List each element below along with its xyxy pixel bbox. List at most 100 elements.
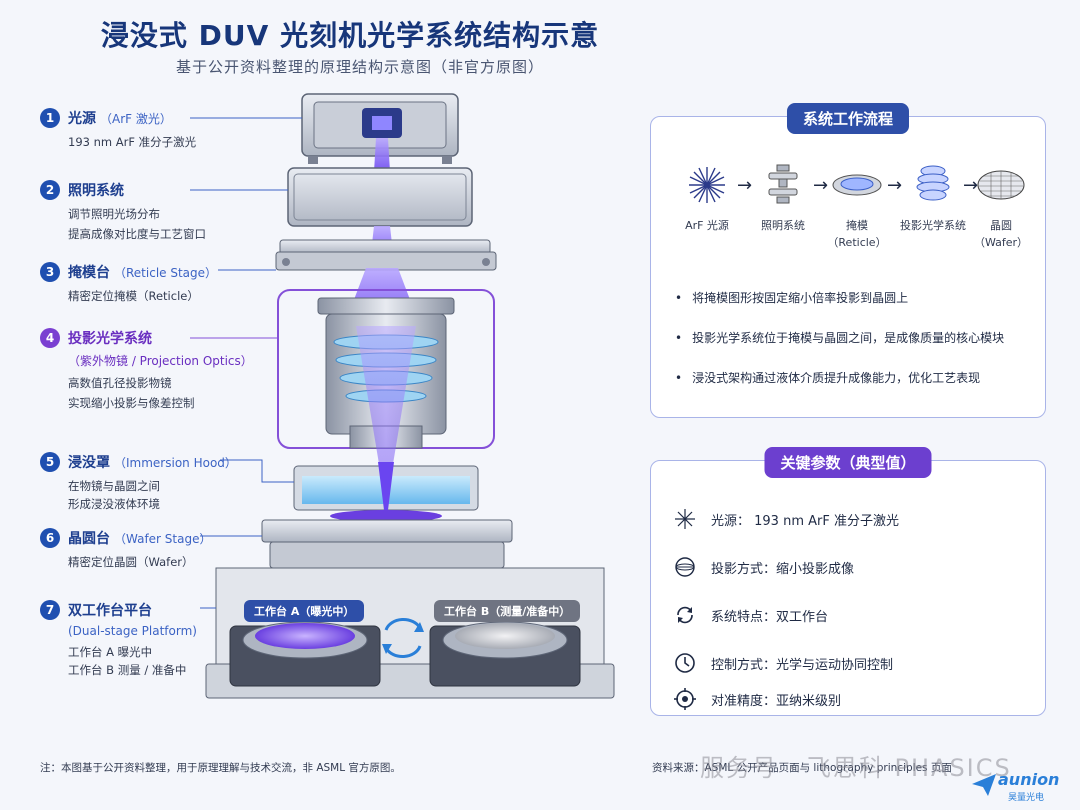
- illumination-icon: [743, 161, 823, 209]
- label-immersion-hood: 5 浸没罩 （Immersion Hood） 在物镜与晶圆之间 形成浸没液体环境: [40, 452, 270, 512]
- target-icon: [673, 687, 697, 711]
- workflow-title: 系统工作流程: [786, 103, 910, 134]
- label-title: 双工作台平台: [68, 603, 152, 619]
- label-number: 3: [40, 262, 60, 282]
- workflow-bullet: 浸没式架构通过液体介质提升成像能力，优化工艺表现: [675, 369, 1029, 386]
- param-feature: 系统特点：双工作台: [673, 603, 828, 627]
- label-desc: 提高成像对比度与工艺窗口: [68, 227, 206, 241]
- label-desc: 高数值孔径投影物镜: [68, 376, 172, 390]
- watermark: 服务号 · 飞思科 PHASICS: [700, 754, 1012, 782]
- lens-stack-icon: [893, 161, 973, 209]
- footnote: 注：本图基于公开资料整理，用于原理理解与技术交流，非 ASML 官方原图。: [40, 762, 401, 774]
- brand-logo: aunion 昊量光电: [972, 770, 1072, 806]
- param-control: 控制方式：光学与运动协同控制: [673, 651, 893, 675]
- stage-b-label: 工作台 B（测量/准备中）: [434, 600, 581, 622]
- illumination-unit: [287, 167, 473, 227]
- label-number: 2: [40, 180, 60, 200]
- lithography-machine-illustration: [190, 93, 615, 699]
- label-wafer-stage: 6 晶圆台 （Wafer Stage） 精密定位晶圆（Wafer）: [40, 528, 270, 570]
- param-text: 投影方式：缩小投影成像: [711, 561, 855, 577]
- label-en: （紫外物镜 / Projection Optics）: [68, 354, 253, 368]
- label-number: 7: [40, 600, 60, 620]
- dual-stage-platform: [205, 567, 615, 699]
- label-en: （ArF 激光）: [100, 111, 172, 126]
- label-desc: 精密定位晶圆（Wafer）: [68, 555, 194, 569]
- logo-text: aunion: [998, 770, 1060, 789]
- clock-icon: [673, 651, 697, 675]
- param-text: 对准精度：亚纳米级别: [711, 693, 842, 709]
- label-title: 照明系统: [68, 183, 124, 199]
- label-light-source: 1 光源 （ArF 激光） 193 nm ArF 准分子激光: [40, 108, 270, 150]
- label-desc: 调节照明光场分布: [68, 207, 160, 221]
- label-title: 浸没罩: [68, 455, 110, 471]
- light-source-unit: [301, 93, 459, 164]
- label-en: （Wafer Stage）: [114, 531, 212, 546]
- workflow-step-name: 照明系统: [761, 219, 805, 232]
- workflow-step: 照明系统: [743, 161, 823, 234]
- lens-icon: [673, 555, 697, 579]
- logo-subtext: 昊量光电: [1008, 793, 1045, 803]
- label-illumination: 2 照明系统 调节照明光场分布 提高成像对比度与工艺窗口: [40, 180, 270, 242]
- workflow-step-name: ArF 光源: [685, 219, 729, 232]
- wafer-icon: [961, 161, 1041, 209]
- label-en: (Dual-stage Platform): [68, 624, 197, 638]
- workflow-step-name: 投影光学系统: [900, 219, 966, 232]
- param-alignment: 对准精度：亚纳米级别: [673, 687, 841, 711]
- label-title: 光源: [68, 111, 96, 127]
- label-title: 投影光学系统: [68, 331, 152, 347]
- label-number: 1: [40, 108, 60, 128]
- workflow-step: 掩模 （Reticle）: [817, 161, 897, 251]
- workflow-step: 投影光学系统: [893, 161, 973, 234]
- page-title: 浸没式 DUV 光刻机光学系统结构示意: [100, 19, 600, 52]
- label-number: 4: [40, 328, 60, 348]
- source-note: 资料来源：ASML 公开产品页面与 lithography principles…: [652, 762, 952, 774]
- param-light-source: 光源： 193 nm ArF 准分子激光: [673, 507, 899, 531]
- starburst-icon: [667, 161, 747, 209]
- reticle-icon: [817, 161, 897, 209]
- cycle-icon: [673, 603, 697, 627]
- arrow-right-icon: →: [813, 175, 829, 196]
- label-desc: 实现缩小投影与像差控制: [68, 396, 195, 410]
- label-projection-optics: 4 投影光学系统 （紫外物镜 / Projection Optics） 高数值孔径…: [40, 328, 270, 411]
- label-en: （Immersion Hood）: [114, 455, 237, 470]
- reticle-stage: [275, 239, 497, 271]
- workflow-bullet: 将掩模图形按固定缩小倍率投影到晶圆上: [675, 289, 1029, 306]
- param-text: 光源： 193 nm ArF 准分子激光: [711, 513, 899, 529]
- arrow-right-icon: →: [963, 175, 979, 196]
- workflow-panel: 系统工作流程 ArF 光源 → 照明系统 → 掩模 （Reticle） →: [650, 103, 1046, 418]
- paper-plane-icon: [972, 774, 996, 796]
- label-reticle-stage: 3 掩模台 （Reticle Stage） 精密定位掩模（Reticle）: [40, 262, 270, 304]
- label-desc: 在物镜与晶圆之间: [68, 479, 160, 493]
- label-desc: 工作台 B 测量 / 准备中: [68, 663, 187, 677]
- workflow-step-sub: （Wafer）: [973, 236, 1029, 249]
- params-title: 关键参数（典型值）: [764, 447, 932, 478]
- label-title: 晶圆台: [68, 531, 110, 547]
- immersion-hood: [293, 462, 479, 511]
- workflow-bullet: 投影光学系统位于掩模与晶圆之间，是成像质量的核心模块: [675, 329, 1029, 346]
- label-title: 掩模台: [68, 265, 110, 281]
- arrow-right-icon: →: [887, 175, 903, 196]
- stage-a-label: 工作台 A（曝光中）: [244, 600, 365, 622]
- params-panel: 关键参数（典型值） 光源： 193 nm ArF 准分子激光 投影方式：缩小投影…: [650, 447, 1046, 716]
- label-en: （Reticle Stage）: [114, 265, 218, 280]
- label-desc: 精密定位掩模（Reticle）: [68, 289, 199, 303]
- label-desc: 工作台 A 曝光中: [68, 645, 153, 659]
- wafer-stage: [261, 510, 513, 569]
- param-text: 系统特点：双工作台: [711, 609, 829, 625]
- page-subtitle: 基于公开资料整理的原理结构示意图（非官方原图）: [175, 58, 544, 76]
- label-number: 6: [40, 528, 60, 548]
- param-text: 控制方式：光学与运动协同控制: [711, 657, 894, 673]
- label-desc: 形成浸没液体环境: [68, 497, 160, 511]
- workflow-step-sub: （Reticle）: [827, 236, 887, 249]
- param-projection: 投影方式：缩小投影成像: [673, 555, 854, 579]
- arrow-right-icon: →: [737, 175, 753, 196]
- starburst-icon: [673, 507, 697, 531]
- workflow-steps: ArF 光源 → 照明系统 → 掩模 （Reticle） → 投影光学系统 →: [667, 161, 1029, 261]
- workflow-step-name: 掩模: [846, 219, 868, 232]
- label-desc: 193 nm ArF 准分子激光: [68, 135, 197, 149]
- workflow-step-name: 晶圆: [990, 219, 1012, 232]
- workflow-step: 晶圆 （Wafer）: [961, 161, 1041, 251]
- label-number: 5: [40, 452, 60, 472]
- workflow-step: ArF 光源: [667, 161, 747, 234]
